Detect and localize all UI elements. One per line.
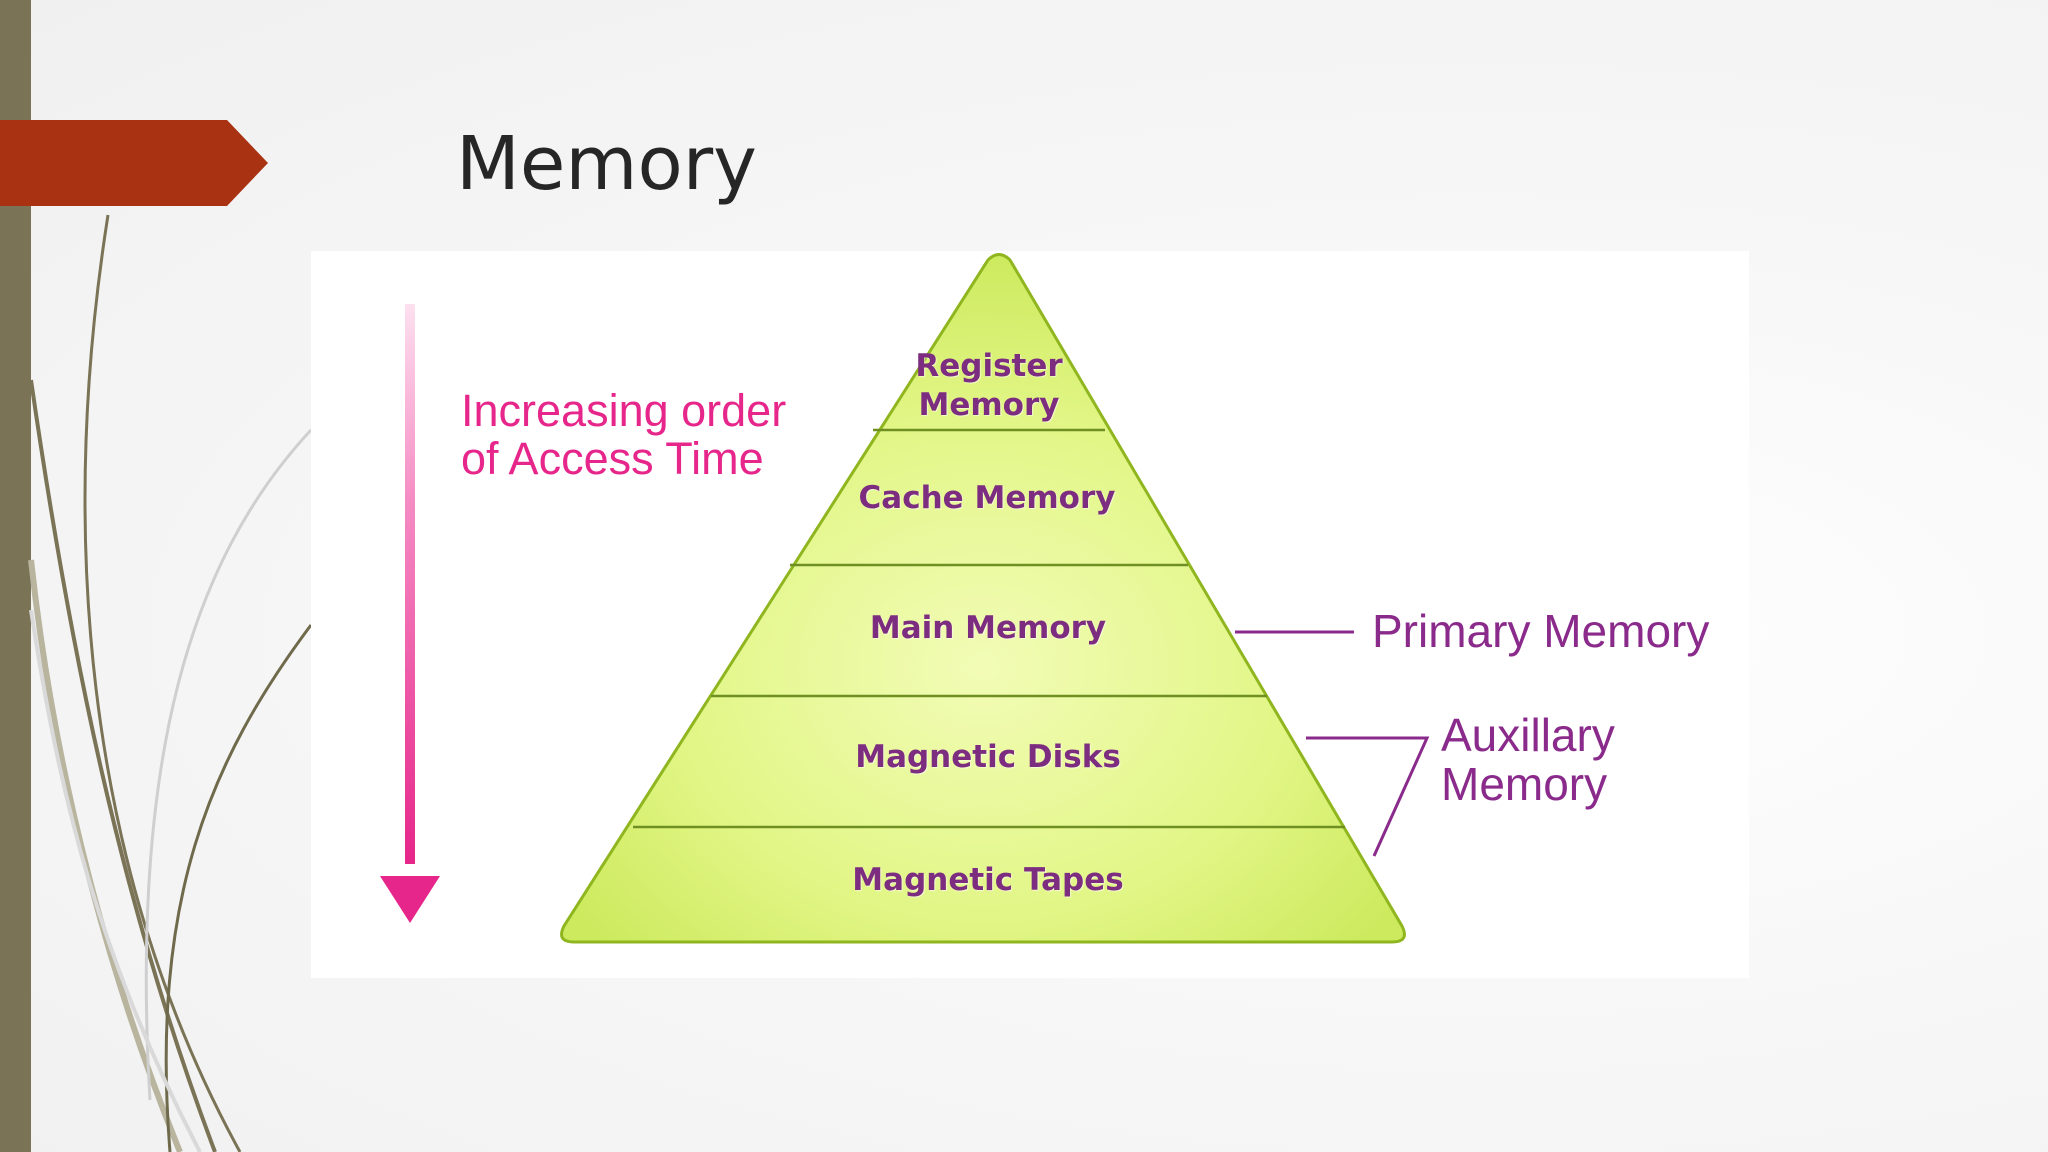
auxiliary-memory-label-line-2: Memory (1441, 758, 1608, 810)
title-accent-arrow-tab (0, 120, 268, 206)
tier-main-memory: Main Memory (869, 610, 1107, 646)
access-time-arrow (380, 304, 440, 923)
pyramid-shape (560, 253, 1406, 944)
tier-magnetic-tapes: Magnetic Tapes (852, 862, 1124, 898)
primary-memory-label: Primary Memory (1372, 605, 1710, 657)
access-time-label: Increasing order of Access Time (461, 387, 786, 483)
tier-label-line: Memory (918, 387, 1060, 423)
decorative-grass-strokes (28, 214, 313, 1152)
auxiliary-memory-bracket (1306, 736, 1430, 857)
access-time-label-line-1: Increasing order (461, 385, 787, 436)
tier-cache-memory: Cache Memory (858, 480, 1116, 516)
tier-divider-lines (633, 428, 1345, 829)
auxiliary-memory-label-line-1: Auxillary (1441, 709, 1615, 761)
tier-register-memory: Register Memory (915, 347, 1062, 425)
memory-hierarchy-diagram: Increasing order of Access Time Register… (311, 251, 1749, 978)
slide-title: Memory (456, 121, 757, 207)
auxiliary-memory-label: Auxillary Memory (1441, 711, 1615, 809)
tier-label-line: Register (915, 348, 1063, 384)
access-time-label-line-2: of Access Time (461, 433, 764, 484)
tier-magnetic-disks: Magnetic Disks (855, 739, 1121, 775)
